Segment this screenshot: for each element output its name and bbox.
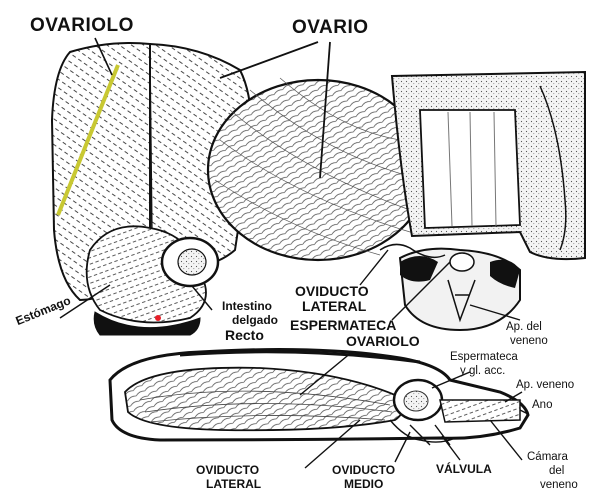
label-intestino-2: delgado xyxy=(232,314,278,326)
label-ap-veneno-top-1: Ap. del xyxy=(506,322,542,334)
label-ovariolo-top: OVARIOLO xyxy=(30,16,134,35)
label-camara-3: veneno xyxy=(540,480,578,492)
label-oviducto-lateral-bot-2: LATERAL xyxy=(206,478,261,490)
sting-apparatus-side xyxy=(440,400,520,422)
label-camara-2: del xyxy=(549,466,564,478)
leader-ovario xyxy=(220,42,318,78)
label-oviducto-lateral-top-1: OVIDUCTO xyxy=(295,284,369,298)
rectum-red-mark xyxy=(155,315,161,321)
label-recto: Recto xyxy=(225,328,264,342)
label-oviducto-medio-1: OVIDUCTO xyxy=(332,464,395,476)
label-espermateca-acc-2: y gl. acc. xyxy=(460,366,505,378)
label-oviducto-lateral-bot-1: OVIDUCTO xyxy=(196,464,259,476)
label-ovariolo-mid: OVARIOLO xyxy=(346,334,420,348)
intestine-loop-inner xyxy=(178,249,206,275)
label-espermateca-top: ESPERMATECA xyxy=(290,318,396,332)
spermatheca-top xyxy=(450,253,474,271)
label-espermateca-acc-1: Espermateca xyxy=(450,352,518,364)
label-ap-veneno-side: Ap. veneno xyxy=(516,380,574,392)
label-valvula: VÁLVULA xyxy=(436,463,492,475)
leader-oviducto-top xyxy=(360,250,388,285)
label-oviducto-medio-2: MEDIO xyxy=(344,478,383,490)
label-camara-1: Cámara xyxy=(527,452,568,464)
spermatheca-side-inner xyxy=(404,391,428,411)
label-ano: Ano xyxy=(532,400,552,412)
label-ap-veneno-top-2: veneno xyxy=(510,336,548,348)
label-oviducto-lateral-top-2: LATERAL xyxy=(302,299,366,313)
label-ovario: OVARIO xyxy=(292,18,369,37)
label-intestino-1: Intestino xyxy=(222,300,272,312)
